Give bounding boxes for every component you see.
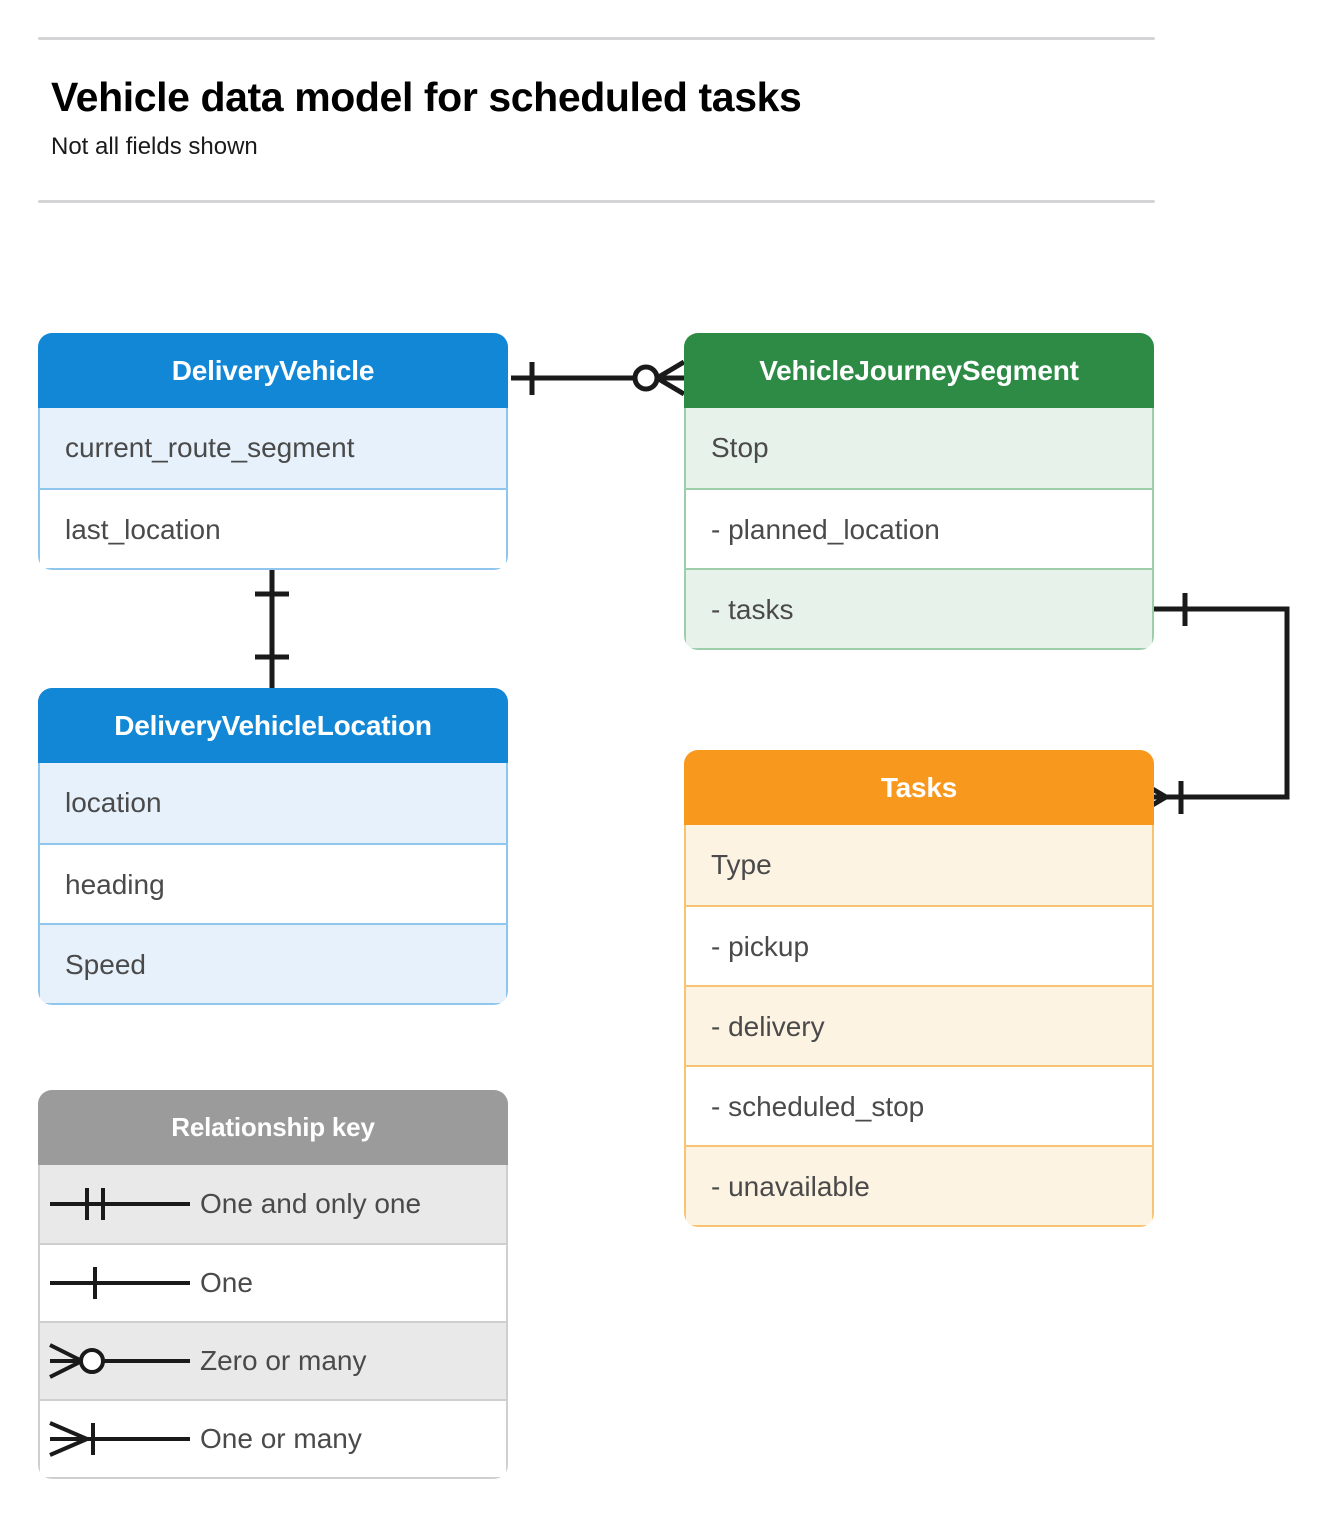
page-title: Vehicle data model for scheduled tasks	[51, 74, 802, 120]
legend-item-one-and-only-one: One and only one	[40, 1165, 506, 1243]
entity-field: - tasks	[686, 568, 1152, 648]
entity-field: Type	[686, 825, 1152, 905]
entity-title-tasks: Tasks	[684, 750, 1154, 825]
entity-field: - pickup	[686, 905, 1152, 985]
entity-field: last_location	[40, 488, 506, 568]
entity-title-delivery-vehicle: DeliveryVehicle	[38, 333, 508, 408]
entity-field: Stop	[686, 408, 1152, 488]
entity-field: - planned_location	[686, 488, 1152, 568]
entity-field: - unavailable	[686, 1145, 1152, 1225]
entity-title-vehicle-journey-segment: VehicleJourneySegment	[684, 333, 1154, 408]
legend-item-label: Zero or many	[200, 1345, 367, 1376]
entity-field: current_route_segment	[40, 408, 506, 488]
entity-delivery-vehicle[interactable]: DeliveryVehicle current_route_segment la…	[38, 333, 508, 570]
entity-field: - delivery	[686, 985, 1152, 1065]
entity-delivery-vehicle-location[interactable]: DeliveryVehicleLocation location heading…	[38, 688, 508, 1005]
one-icon	[40, 1258, 200, 1308]
legend-item-label: One and only one	[200, 1188, 422, 1219]
legend-title: Relationship key	[38, 1090, 508, 1165]
entity-title-delivery-vehicle-location: DeliveryVehicleLocation	[38, 688, 508, 763]
connector-delivery-vehicle-to-journey-segment	[511, 359, 686, 397]
entity-field: heading	[40, 843, 506, 923]
entity-field-list-delivery-vehicle-location: location heading Speed	[38, 763, 508, 1005]
zero-or-many-icon	[40, 1336, 200, 1386]
one-and-only-one-icon	[40, 1179, 200, 1229]
entity-vehicle-journey-segment[interactable]: VehicleJourneySegment Stop - planned_loc…	[684, 333, 1154, 650]
legend-item-one: One	[40, 1243, 506, 1321]
legend-item-zero-or-many: Zero or many	[40, 1321, 506, 1399]
relationship-key-legend: Relationship key One and only one	[38, 1090, 508, 1479]
entity-field-list-tasks: Type - pickup - delivery - scheduled_sto…	[684, 825, 1154, 1227]
entity-field: Speed	[40, 923, 506, 1003]
entity-field: location	[40, 763, 506, 843]
one-or-many-icon	[40, 1414, 200, 1464]
header-divider-bottom	[38, 200, 1155, 203]
legend-item-label: One or many	[200, 1423, 362, 1454]
page-subtitle: Not all fields shown	[51, 133, 258, 160]
entity-field: - scheduled_stop	[686, 1065, 1152, 1145]
entity-field-list-delivery-vehicle: current_route_segment last_location	[38, 408, 508, 570]
legend-item-one-or-many: One or many	[40, 1399, 506, 1477]
legend-item-label: One	[200, 1267, 253, 1298]
entity-tasks[interactable]: Tasks Type - pickup - delivery - schedul…	[684, 750, 1154, 1227]
entity-field-list-vehicle-journey-segment: Stop - planned_location - tasks	[684, 408, 1154, 650]
legend-row-list: One and only one One	[38, 1165, 508, 1479]
connector-journey-segment-to-tasks	[1137, 593, 1290, 816]
header-divider-top	[38, 37, 1155, 40]
connector-delivery-vehicle-to-location	[255, 570, 289, 688]
